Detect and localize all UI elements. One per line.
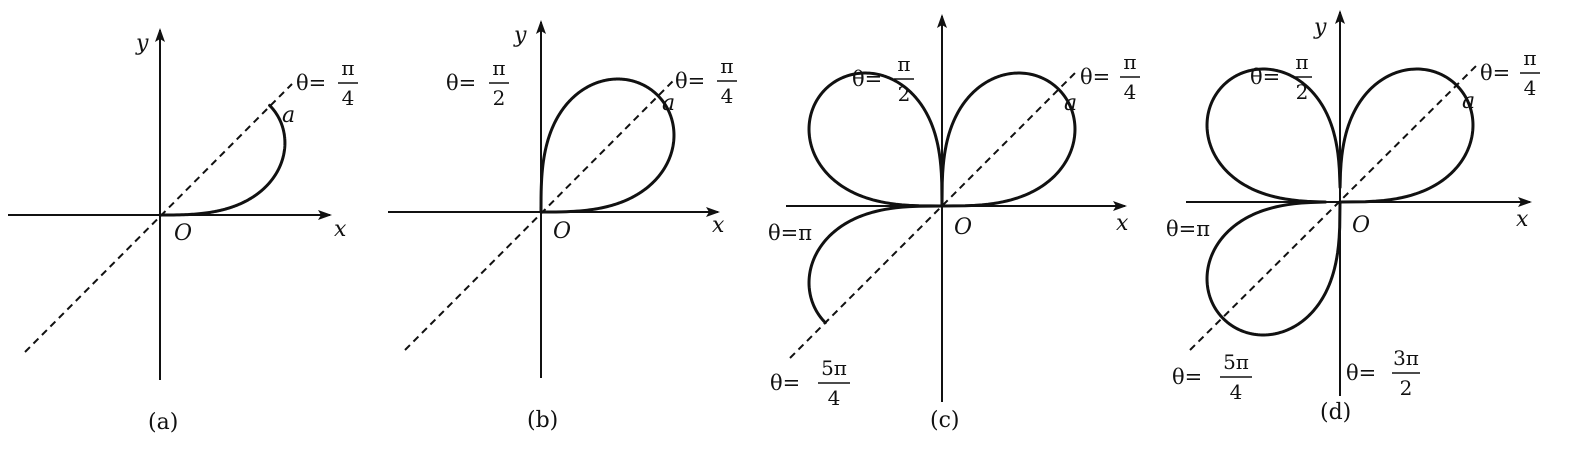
fraction-numerator: π: [341, 56, 354, 80]
a-label: a: [662, 91, 675, 116]
theta-prefix: θ=: [296, 71, 326, 95]
theta-prefix: θ=: [1250, 65, 1280, 89]
theta-prefix: θ=: [1346, 361, 1376, 385]
line-label-pi2: θ= π 2: [852, 52, 914, 106]
y-axis-label: y: [1313, 15, 1327, 40]
diagonal-line: [1189, 63, 1479, 351]
fraction-denominator: 4: [828, 386, 841, 410]
polar-curve: [1205, 67, 1475, 337]
line-label-5pi4: θ= 5π 4: [770, 356, 850, 410]
theta-prefix: θ=: [1480, 61, 1510, 85]
polar-curve: [807, 71, 1077, 325]
line-label-pi4: θ= π 4: [1080, 50, 1140, 104]
diagonal-line: [404, 79, 675, 351]
line-label-pi: θ=π: [768, 221, 812, 245]
panel-d: y x O a θ= π 2 θ= π 4 θ=π θ= 5π 4 θ= 3π: [1166, 10, 1540, 404]
theta-prefix: θ=π: [1166, 217, 1210, 241]
origin-label: O: [174, 221, 192, 246]
diagonal-line: [789, 69, 1079, 359]
line-label-pi4: θ= π 4: [296, 56, 358, 110]
caption-d: (d): [1320, 400, 1352, 425]
line-label-3pi2: θ= 3π 2: [1346, 346, 1420, 400]
a-label: a: [1462, 89, 1475, 114]
theta-prefix: θ=: [675, 69, 705, 93]
fraction-numerator: 5π: [1223, 350, 1249, 374]
origin-label: O: [954, 215, 972, 240]
fraction-numerator: π: [492, 56, 505, 80]
caption-b: (b): [527, 408, 559, 433]
theta-prefix: θ=: [852, 67, 882, 91]
origin-label: O: [553, 219, 571, 244]
y-axis-label: y: [135, 31, 149, 56]
fraction-numerator: π: [720, 54, 733, 78]
x-axis-label: x: [334, 217, 347, 242]
fraction-numerator: π: [897, 52, 910, 76]
caption-c: (c): [930, 408, 960, 433]
caption-a: (a): [148, 410, 179, 435]
x-axis-label: x: [1516, 207, 1529, 232]
a-label: a: [1064, 91, 1077, 116]
polar-curve: [158, 103, 287, 217]
theta-prefix: θ=π: [768, 221, 812, 245]
polar-curve: [539, 77, 676, 214]
fraction-denominator: 2: [898, 82, 911, 106]
line-label-pi2: θ= π 2: [1250, 50, 1312, 104]
line-label-pi4: θ= π 4: [675, 54, 737, 108]
fraction-numerator: 3π: [1393, 346, 1419, 370]
x-axis-label: x: [712, 213, 725, 238]
fraction-numerator: π: [1123, 50, 1136, 74]
fraction-numerator: π: [1523, 46, 1536, 70]
line-label-pi4: θ= π 4: [1480, 46, 1540, 100]
panel-a: y x O a θ= π 4: [8, 28, 358, 380]
line-label-pi: θ=π: [1166, 217, 1210, 241]
diagonal-line: [24, 83, 293, 353]
fraction-denominator: 2: [493, 86, 506, 110]
fraction-numerator: π: [1295, 50, 1308, 74]
theta-prefix: θ=: [1172, 365, 1202, 389]
fraction-denominator: 4: [1124, 80, 1137, 104]
fraction-denominator: 2: [1400, 376, 1413, 400]
theta-prefix: θ=: [446, 71, 476, 95]
fraction-denominator: 2: [1296, 80, 1309, 104]
x-axis-label: x: [1116, 211, 1129, 236]
panel-c: x O a θ= π 2 θ= π 4 θ=π θ= 5π 4: [768, 14, 1140, 410]
line-label-5pi4: θ= 5π 4: [1172, 350, 1252, 404]
y-axis-label: y: [513, 23, 527, 48]
theta-prefix: θ=: [770, 371, 800, 395]
fraction-denominator: 4: [342, 86, 355, 110]
fraction-numerator: 5π: [821, 356, 847, 380]
fraction-denominator: 4: [1524, 76, 1537, 100]
a-label: a: [282, 103, 295, 128]
fraction-denominator: 4: [1230, 380, 1243, 404]
theta-prefix: θ=: [1080, 65, 1110, 89]
line-label-pi2: θ= π 2: [446, 56, 509, 110]
fraction-denominator: 4: [721, 84, 734, 108]
origin-label: O: [1352, 213, 1370, 238]
panel-b: y x O a θ= π 2 θ= π 4: [388, 20, 737, 378]
